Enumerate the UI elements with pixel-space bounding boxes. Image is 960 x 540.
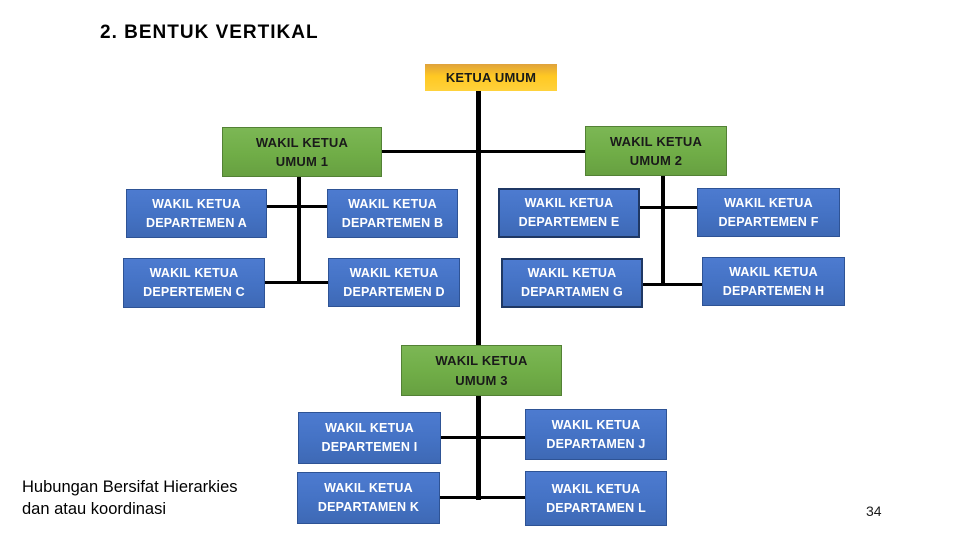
org-box-wakil-umum-1: WAKIL KETUA UMUM 1 bbox=[222, 127, 382, 177]
org-box-label-line2: UMUM 2 bbox=[629, 153, 683, 168]
org-box-dept-f: WAKIL KETUA DEPARTEMEN F bbox=[697, 188, 840, 237]
org-box-wakil-umum-3: WAKIL KETUA UMUM 3 bbox=[401, 345, 562, 396]
connector-umum1-stub-line bbox=[297, 176, 301, 284]
hierarchy-note-line2: dan atau koordinasi bbox=[22, 499, 167, 518]
connector-trunk-line bbox=[476, 90, 481, 500]
org-box-dept-c: WAKIL KETUA DEPERTEMEN C bbox=[123, 258, 265, 308]
connector-dept-k-l-line bbox=[439, 496, 527, 499]
org-box-label-line2: UMUM 3 bbox=[455, 372, 508, 388]
org-box-label: KETUA UMUM bbox=[445, 69, 537, 85]
connector-dept-c-d-line bbox=[264, 281, 329, 284]
connector-dept-e-f-line bbox=[639, 206, 698, 209]
org-box-label-line2: DEPARTAMEN J bbox=[546, 436, 646, 451]
org-box-label-line2: DEPARTEMEN D bbox=[343, 284, 445, 299]
org-box-label-line1: WAKIL KETUA bbox=[348, 196, 437, 211]
org-box-label-line2: DEPARTEMEN I bbox=[321, 440, 418, 454]
org-box-label-line1: WAKIL KETUA bbox=[435, 353, 528, 368]
org-box-dept-l: WAKIL KETUA DEPARTAMEN L bbox=[525, 471, 667, 526]
org-box-dept-h: WAKIL KETUA DEPARTEMEN H bbox=[702, 257, 845, 306]
hierarchy-note: Hubungan Bersifat Hierarkies dan atau ko… bbox=[22, 477, 238, 521]
org-box-label-line2: DEPARTEMEN F bbox=[718, 214, 819, 229]
org-box-label-line2: DEPARTAMEN L bbox=[546, 500, 646, 515]
hierarchy-note-line1: Hubungan Bersifat Hierarkies bbox=[22, 478, 238, 496]
org-box-dept-i: WAKIL KETUA DEPARTEMEN I bbox=[298, 412, 441, 464]
org-box-label-line1: WAKIL KETUA bbox=[524, 196, 614, 211]
org-box-label-line1: WAKIL KETUA bbox=[149, 266, 239, 281]
connector-umum1-umum2-line bbox=[381, 150, 586, 153]
org-box-label-line1: WAKIL KETUA bbox=[349, 265, 439, 280]
connector-dept-i-j-line bbox=[440, 436, 526, 439]
org-box-label-line1: WAKIL KETUA bbox=[729, 264, 818, 279]
org-box-label-line1: WAKIL KETUA bbox=[255, 134, 349, 150]
org-box-label-line2: DEPARTEMEN A bbox=[145, 215, 247, 230]
slide-title: 2. BENTUK VERTIKAL bbox=[100, 22, 319, 43]
org-box-label-line1: WAKIL KETUA bbox=[527, 266, 617, 281]
org-box-ketua-umum: KETUA UMUM bbox=[425, 64, 557, 91]
page-number: 34 bbox=[866, 503, 882, 519]
org-box-label-line1: WAKIL KETUA bbox=[724, 195, 813, 210]
org-box-dept-b: WAKIL KETUA DEPARTEMEN B bbox=[327, 189, 458, 238]
org-box-dept-k: WAKIL KETUA DEPARTAMEN K bbox=[297, 472, 440, 524]
org-box-label-line2: DEPARTEMEN E bbox=[518, 215, 620, 229]
connector-dept-g-h-line bbox=[642, 283, 703, 286]
org-box-dept-g: WAKIL KETUA DEPARTAMEN G bbox=[501, 258, 643, 308]
org-box-label-line2: DEPARTAMEN K bbox=[317, 500, 420, 514]
org-box-label-line1: WAKIL KETUA bbox=[609, 133, 703, 149]
org-box-dept-e: WAKIL KETUA DEPARTEMEN E bbox=[498, 188, 640, 238]
org-box-label-line1: WAKIL KETUA bbox=[152, 196, 241, 211]
connector-dept-a-b-line bbox=[266, 205, 328, 208]
org-box-dept-a: WAKIL KETUA DEPARTEMEN A bbox=[126, 189, 267, 238]
org-box-label-line1: WAKIL KETUA bbox=[551, 417, 641, 432]
org-box-dept-j: WAKIL KETUA DEPARTAMEN J bbox=[525, 409, 667, 460]
org-box-label-line2: UMUM 1 bbox=[275, 154, 329, 169]
org-box-label-line1: WAKIL KETUA bbox=[551, 481, 641, 496]
org-box-label-line1: WAKIL KETUA bbox=[324, 481, 413, 496]
org-box-wakil-umum-2: WAKIL KETUA UMUM 2 bbox=[585, 126, 727, 176]
org-box-label-line2: DEPARTAMEN G bbox=[521, 285, 623, 299]
org-box-label-line2: DEPERTEMEN C bbox=[143, 285, 245, 299]
org-box-label-line2: DEPARTEMEN H bbox=[722, 283, 825, 298]
connector-umum2-stub-line bbox=[661, 175, 665, 286]
org-box-label-line2: DEPARTEMEN B bbox=[341, 215, 444, 230]
org-box-label-line1: WAKIL KETUA bbox=[325, 421, 414, 436]
org-box-dept-d: WAKIL KETUA DEPARTEMEN D bbox=[328, 258, 460, 307]
